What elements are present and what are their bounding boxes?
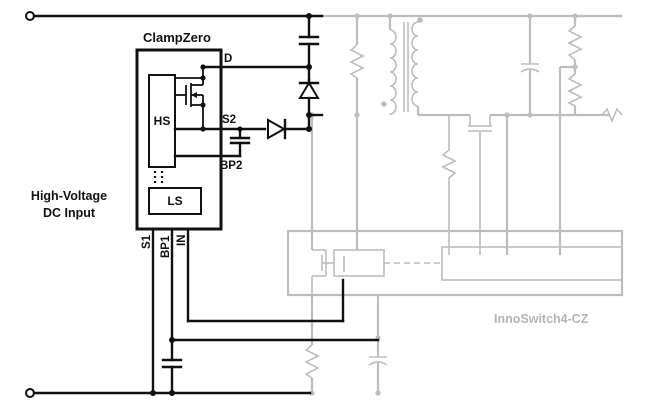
input-label-line1: High-Voltage: [31, 189, 107, 203]
innoswitch-label: InnoSwitch4-CZ: [494, 312, 589, 326]
sense-resistor: [304, 344, 320, 379]
primary-circuit: [25, 11, 380, 398]
transformer-secondary: [411, 21, 419, 107]
pin-d-label: D: [224, 53, 232, 65]
pin-s1-label: S1: [141, 234, 153, 249]
clampzero-title: ClampZero: [143, 30, 211, 45]
innoswitch-box: [286, 229, 624, 297]
transformer-primary: [389, 29, 397, 115]
input-label-line2: DC Input: [43, 206, 96, 220]
snubber-resistor: [349, 44, 365, 79]
pin-in-label: IN: [176, 235, 188, 247]
pin-s2-label: S2: [222, 114, 236, 126]
pin-bp1-label: BP1: [160, 235, 172, 258]
ls-block-label: LS: [167, 194, 182, 208]
clamp-diode: [298, 81, 320, 99]
faded-secondary-circuit: [286, 13, 624, 396]
hs-block-label: HS: [154, 114, 171, 128]
pin-bp2-label: BP2: [220, 160, 242, 172]
